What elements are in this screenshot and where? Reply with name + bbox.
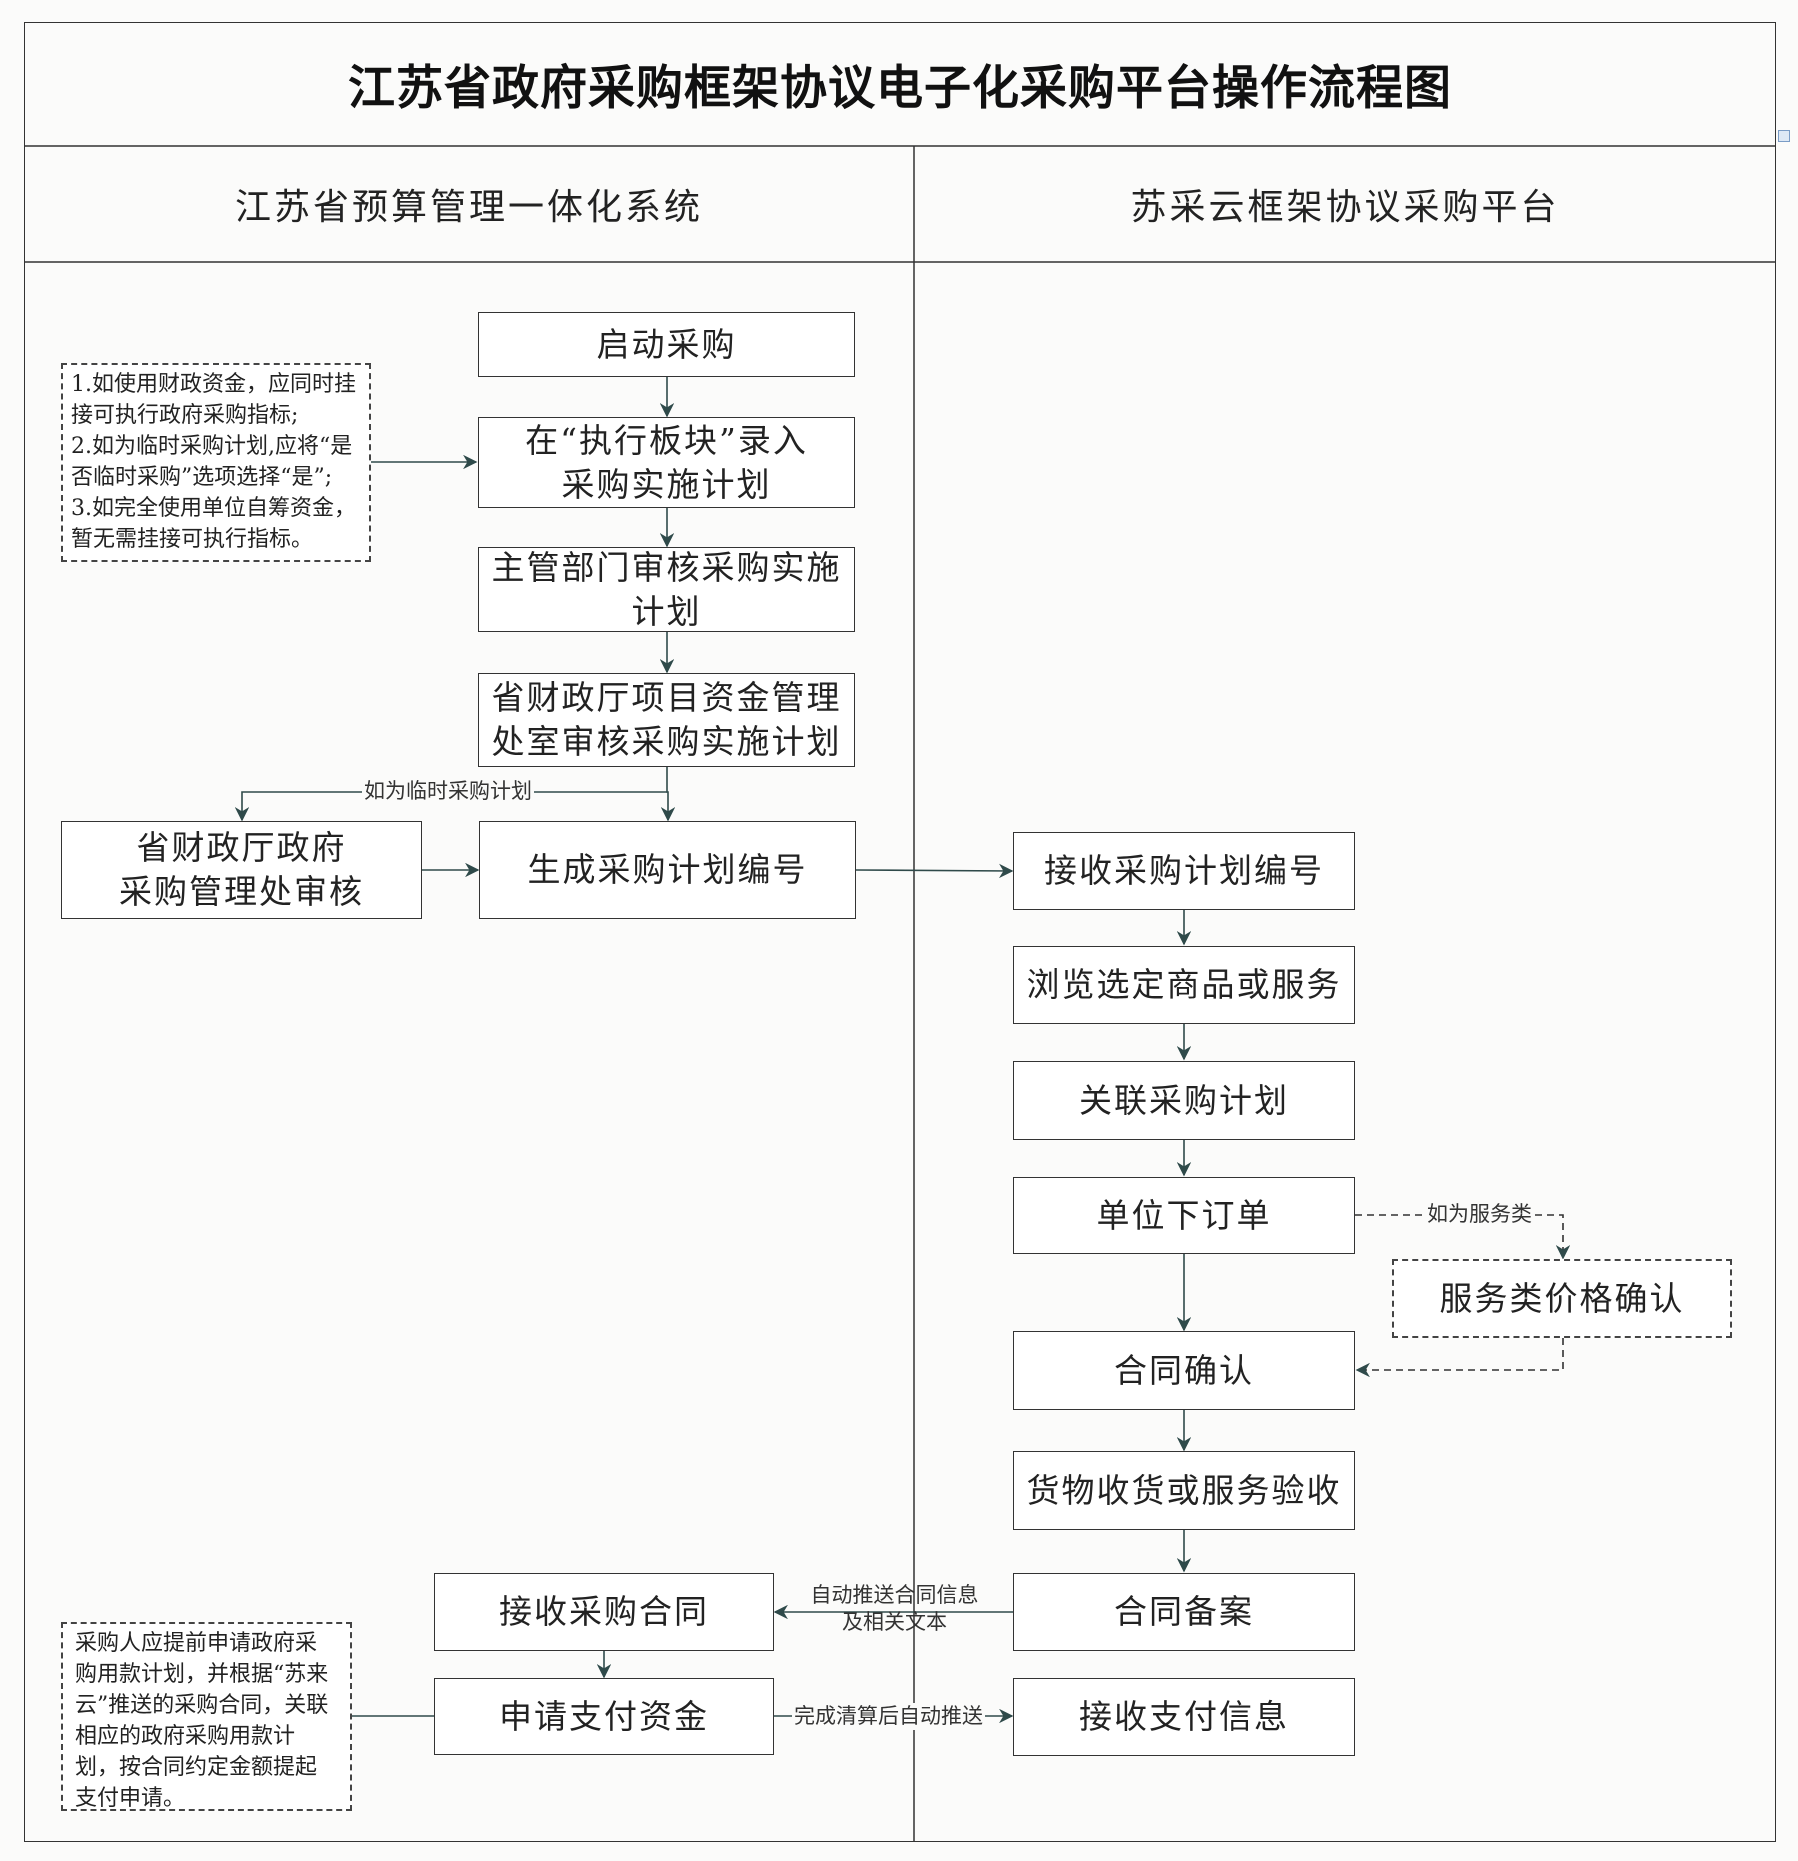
arrow-order-to-service bbox=[1355, 1214, 1571, 1260]
step-receive-payment-info: 接收支付信息 bbox=[1013, 1678, 1355, 1756]
edge-label-auto-push-contract: 自动推送合同信息 及相关文本 bbox=[810, 1583, 979, 1634]
arrow-finance-to-generate bbox=[660, 767, 676, 822]
step-acceptance: 货物收货或服务验收 bbox=[1013, 1451, 1355, 1530]
arrow-generate-to-receive bbox=[855, 863, 1014, 879]
step-start-procurement: 启动采购 bbox=[478, 312, 855, 377]
step-browse-goods: 浏览选定商品或服务 bbox=[1013, 946, 1355, 1024]
step-receive-contract: 接收采购合同 bbox=[434, 1573, 774, 1651]
step-service-price-confirm: 服务类价格确认 bbox=[1392, 1259, 1732, 1338]
lane-title-budget-system: 江苏省预算管理一体化系统 bbox=[234, 187, 703, 228]
step-receive-plan-number: 接收采购计划编号 bbox=[1013, 832, 1355, 910]
note-enter-plan: 1.如使用财政资金，应同时挂 接可执行政府采购指标; 2.如为临时采购计划,应将… bbox=[61, 363, 371, 562]
page-title: 江苏省政府采购框架协议电子化采购平台操作流程图 bbox=[348, 61, 1452, 116]
step-dept-review: 主管部门审核采购实施 计划 bbox=[478, 547, 855, 632]
edge-label-temporary-plan: 如为临时采购计划 bbox=[362, 778, 534, 805]
step-contract-filing: 合同备案 bbox=[1013, 1573, 1355, 1651]
step-enter-plan: 在“执行板块”录入 采购实施计划 bbox=[478, 417, 855, 508]
diagram-frame bbox=[24, 22, 1776, 1842]
step-generate-plan-number: 生成采购计划编号 bbox=[479, 821, 856, 919]
edge-label-service-type: 如为服务类 bbox=[1425, 1201, 1534, 1228]
note-payment-application: 采购人应提前申请政府采 购用款计划，并根据“苏来 云”推送的采购合同，关联 相应… bbox=[61, 1622, 352, 1811]
edge-label-auto-push-payment: 完成清算后自动推送 bbox=[792, 1703, 985, 1730]
step-place-order: 单位下订单 bbox=[1013, 1177, 1355, 1254]
lane-title-procurement-platform: 苏采云框架协议采购平台 bbox=[1130, 187, 1560, 228]
step-apply-payment: 申请支付资金 bbox=[434, 1678, 774, 1755]
arrow-service-to-confirm bbox=[1355, 1338, 1564, 1378]
step-procurement-review: 省财政厅政府 采购管理处审核 bbox=[61, 821, 422, 919]
step-confirm-contract: 合同确认 bbox=[1013, 1331, 1355, 1410]
scroll-indicator[interactable] bbox=[1778, 130, 1790, 142]
step-link-plan: 关联采购计划 bbox=[1013, 1061, 1355, 1140]
step-finance-review: 省财政厅项目资金管理 处室审核采购实施计划 bbox=[478, 673, 855, 767]
